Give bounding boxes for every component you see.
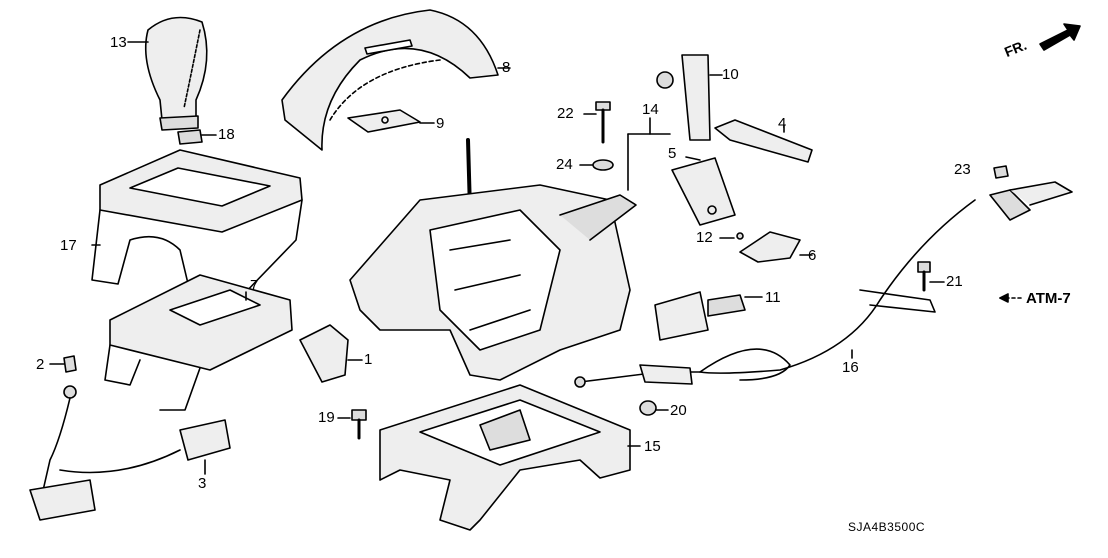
clip-part bbox=[177, 129, 217, 145]
callout-16: 16 bbox=[842, 359, 859, 376]
plate-part bbox=[347, 109, 435, 133]
cover-piece-part bbox=[299, 324, 363, 383]
base-bracket-part bbox=[379, 384, 641, 531]
callout-10: 10 bbox=[722, 66, 739, 83]
callout-15: 15 bbox=[644, 438, 661, 455]
harness-part bbox=[29, 355, 231, 521]
callout-8: 8 bbox=[502, 59, 511, 76]
lever-bracket-part bbox=[104, 274, 293, 411]
bolt-washer-part bbox=[579, 101, 614, 171]
bracket-part bbox=[719, 231, 813, 263]
callout-24: 24 bbox=[556, 156, 573, 173]
callout-5: 5 bbox=[668, 145, 677, 162]
callout-6: 6 bbox=[808, 247, 817, 264]
link-part bbox=[714, 119, 813, 163]
callout-1: 1 bbox=[364, 351, 373, 368]
callout-23: 23 bbox=[954, 161, 971, 178]
interlock-lever-part bbox=[656, 54, 736, 226]
solenoid-part bbox=[654, 291, 763, 341]
callout-9: 9 bbox=[436, 115, 445, 132]
shift-knob-part bbox=[127, 16, 208, 131]
callout-19: 19 bbox=[318, 409, 335, 426]
callout-18: 18 bbox=[218, 126, 235, 143]
callout-2: 2 bbox=[36, 356, 45, 373]
indicator-panel-part bbox=[91, 149, 303, 299]
callout-11: 11 bbox=[765, 289, 781, 306]
callout-13: 13 bbox=[110, 34, 127, 51]
console-cover-part bbox=[281, 9, 511, 151]
callout-7: 7 bbox=[250, 277, 259, 294]
callout-22: 22 bbox=[557, 105, 574, 122]
fasteners-part bbox=[337, 165, 1009, 440]
callout-3: 3 bbox=[198, 475, 207, 492]
atm-reference-arrow bbox=[999, 293, 1023, 303]
reference-label: ATM-7 bbox=[1026, 290, 1071, 307]
callout-4: 4 bbox=[778, 115, 787, 132]
shift-cable-part bbox=[574, 181, 1073, 388]
callout-21: 21 bbox=[946, 273, 963, 290]
diagram-code: SJA4B3500C bbox=[848, 520, 926, 534]
callout-12: 12 bbox=[696, 229, 713, 246]
callout-17: 17 bbox=[60, 237, 77, 254]
callout-14: 14 bbox=[642, 101, 659, 118]
shift-lever-assembly-part bbox=[349, 133, 671, 381]
callout-20: 20 bbox=[670, 402, 687, 419]
front-direction-arrow bbox=[1039, 23, 1081, 51]
